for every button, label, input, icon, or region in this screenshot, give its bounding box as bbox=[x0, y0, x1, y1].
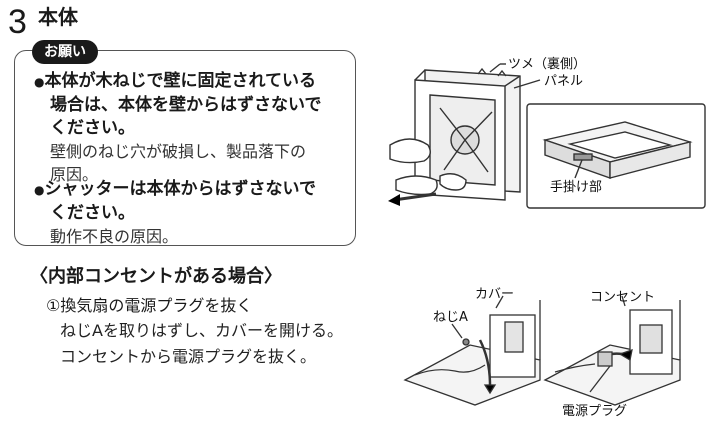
caution-text: シャッターは本体からはずさないで bbox=[44, 179, 316, 199]
caution-line: 場合は、本体を壁からはずさないで bbox=[50, 95, 322, 115]
instruction-line: コンセントから電源プラグを抜く。 bbox=[60, 347, 317, 366]
label-handle: 手掛け部 bbox=[550, 180, 603, 195]
label-panel: パネル bbox=[544, 74, 584, 89]
label-plug: 電源プラグ bbox=[562, 404, 628, 419]
caution-line: ●本体が木ねじで壁に固定されている bbox=[34, 70, 322, 94]
caution-note: 壁側のねじ穴が破損し、製品落下の bbox=[50, 142, 307, 161]
caution-line: ください。 bbox=[50, 118, 135, 138]
label-tabs: ツメ（裏側） bbox=[508, 57, 587, 72]
sub-step-title: ①換気扇の電源プラグを抜く bbox=[46, 296, 253, 315]
caution-box bbox=[14, 50, 356, 246]
caution-item-1: ●本体が木ねじで壁に固定されている 場合は、本体を壁からはずさないで ください。… bbox=[34, 70, 322, 186]
step-number: 3 bbox=[8, 3, 27, 41]
caution-note: 動作不良の原因。 bbox=[50, 227, 179, 246]
label-cover: カバー bbox=[475, 287, 515, 302]
caution-note: 原因。 bbox=[50, 165, 99, 184]
caution-item-2: ●シャッターは本体からはずさないで ください。 動作不良の原因。 bbox=[34, 178, 316, 248]
section-heading: 〈内部コンセントがある場合〉 bbox=[30, 266, 282, 287]
instruction-line: ねじAを取りはずし、カバーを開ける。 bbox=[60, 321, 343, 340]
step-title: 本体 bbox=[38, 5, 78, 29]
caution-badge: お願い bbox=[32, 40, 98, 64]
caution-line: ください。 bbox=[50, 203, 135, 223]
bullet-icon: ● bbox=[34, 75, 45, 89]
bullet-icon: ● bbox=[34, 183, 45, 197]
caution-line: ●シャッターは本体からはずさないで bbox=[34, 178, 316, 202]
label-outlet: コンセント bbox=[590, 290, 656, 305]
caution-text: 本体が木ねじで壁に固定されている bbox=[44, 71, 316, 91]
label-screw: ねじA bbox=[433, 310, 468, 325]
